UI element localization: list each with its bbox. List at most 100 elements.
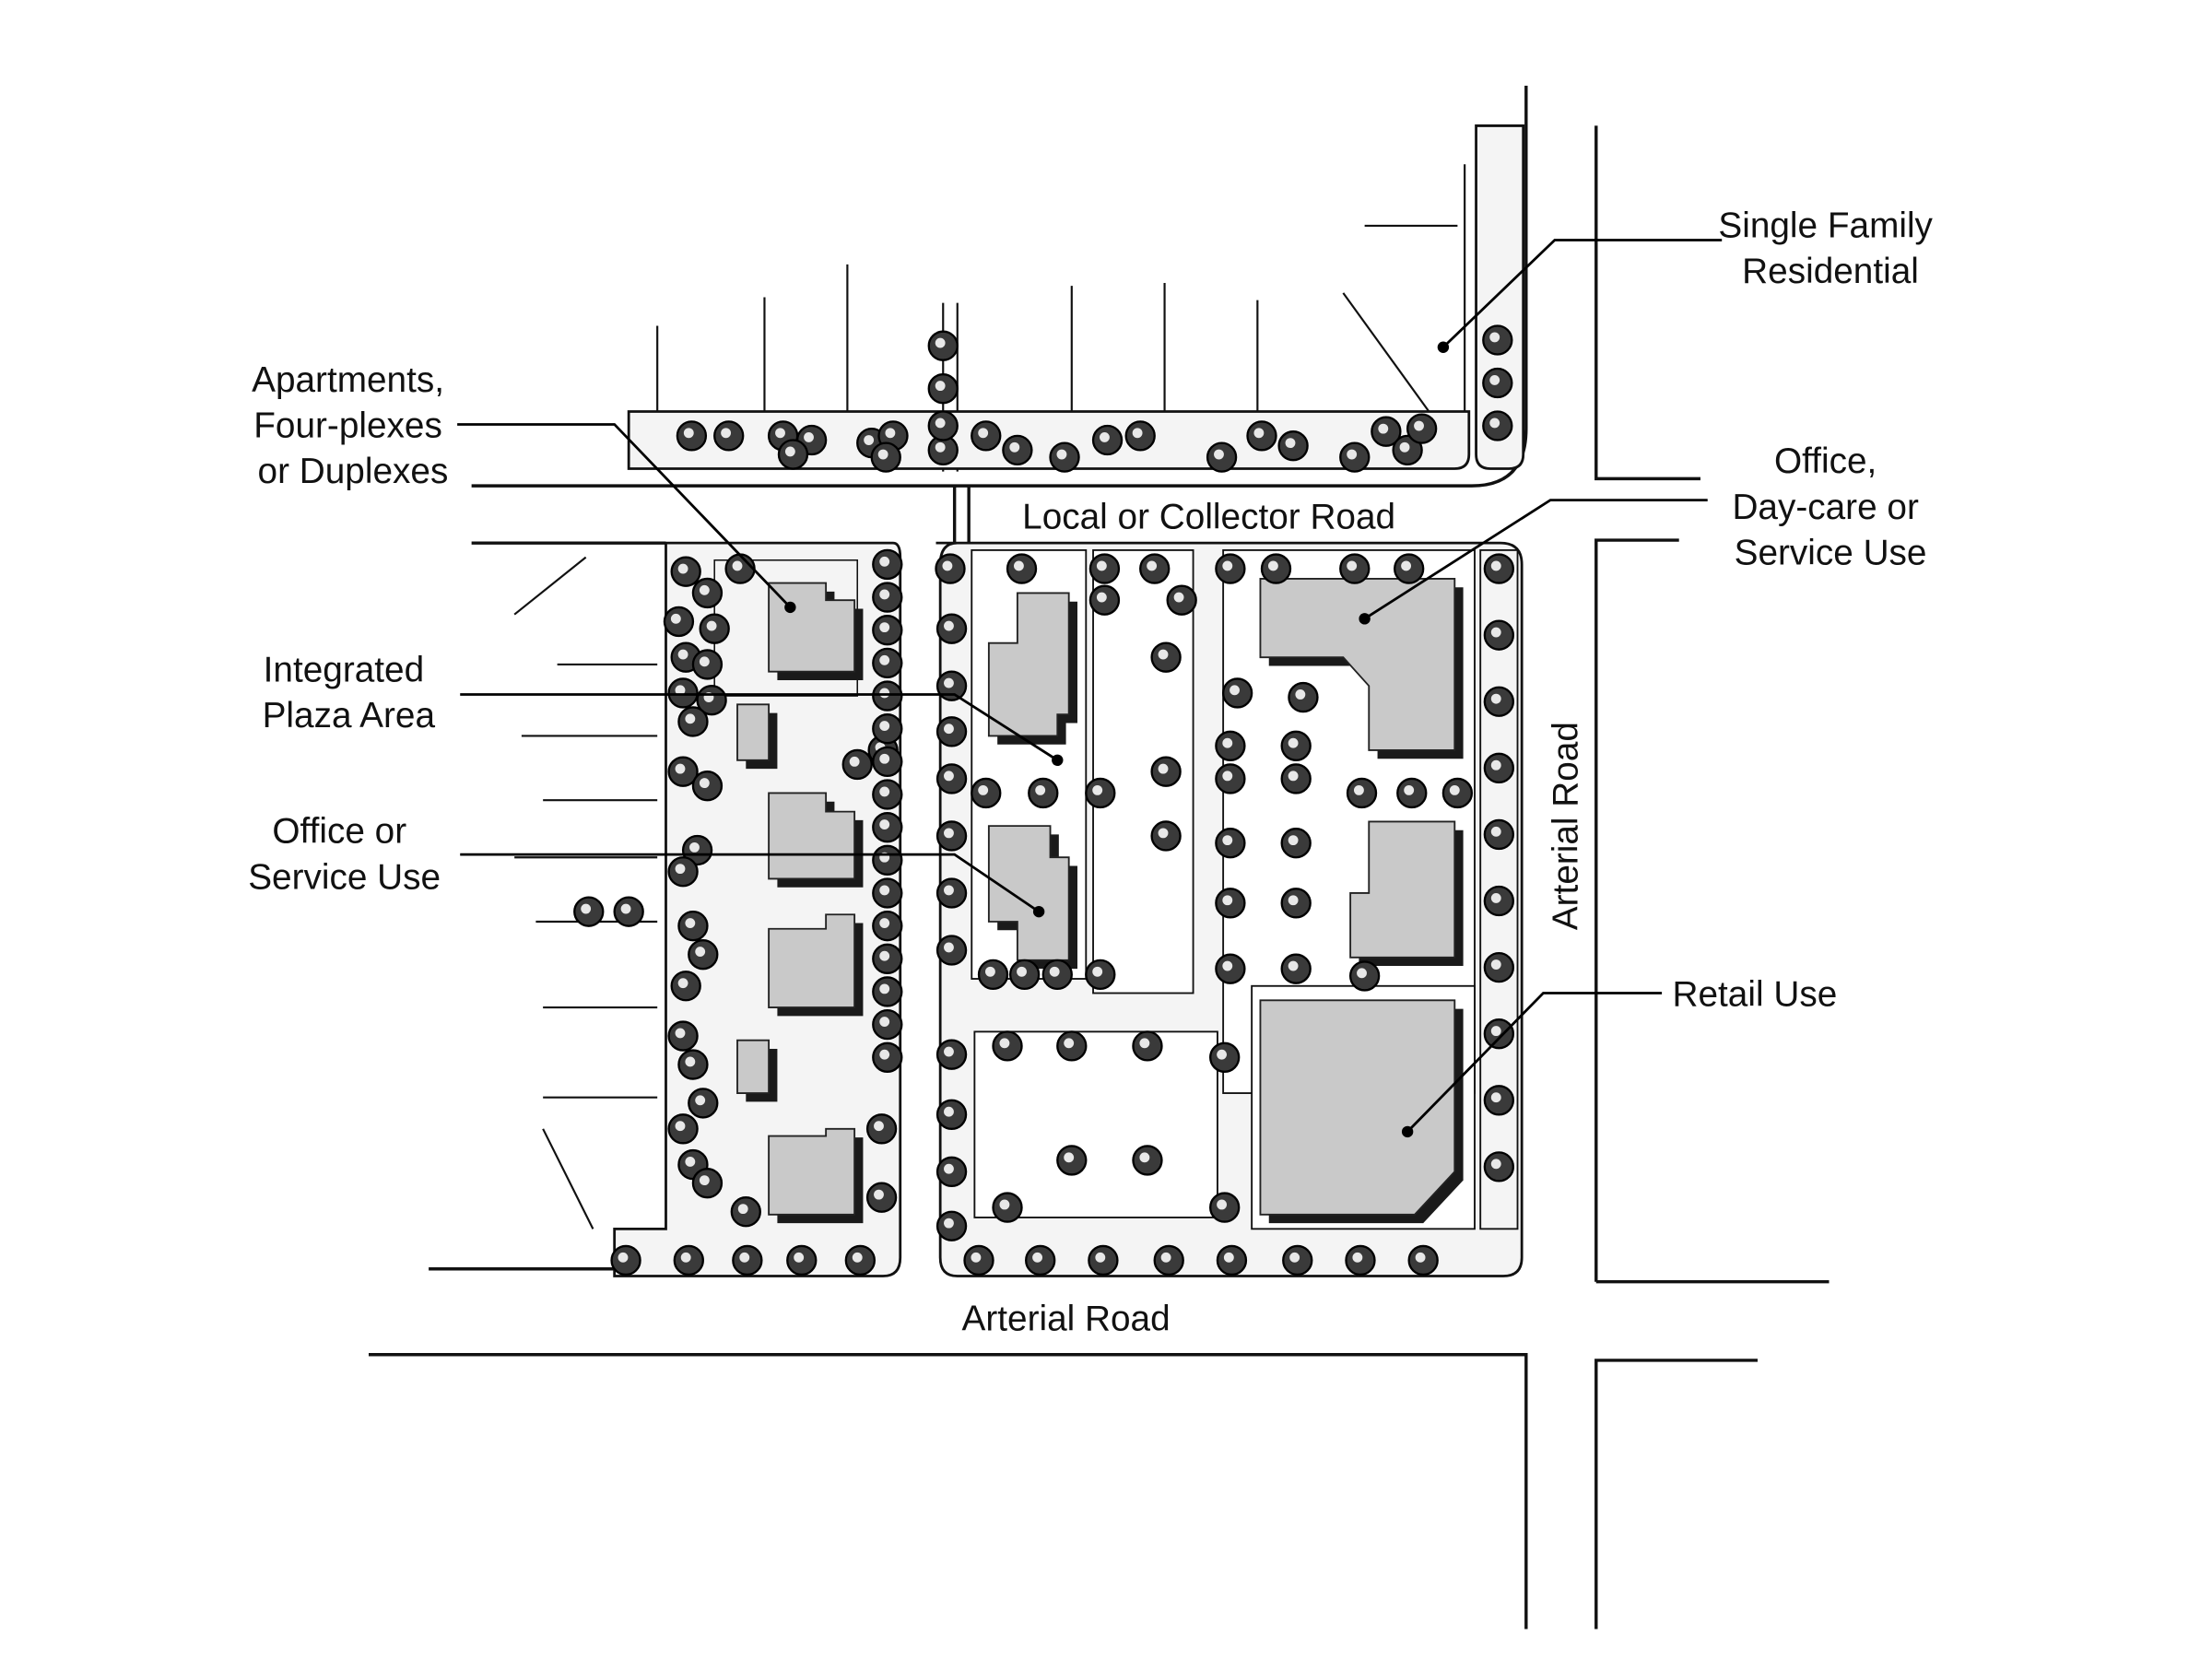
tree-highlight <box>1173 592 1184 603</box>
tree-highlight <box>944 885 954 896</box>
tree-highlight <box>675 1028 686 1039</box>
tree-highlight <box>1056 449 1067 460</box>
tree-highlight <box>1009 441 1020 453</box>
tree-highlight <box>944 620 954 631</box>
label-line: Service Use <box>1735 533 1927 572</box>
tree-highlight <box>695 1095 706 1106</box>
tree-highlight <box>1064 1038 1075 1049</box>
label-plaza: Integrated Plaza Area <box>263 651 436 736</box>
tree-highlight <box>944 942 954 953</box>
tree-highlight <box>680 1252 691 1263</box>
label-retail: Retail Use <box>1673 974 1838 1014</box>
tree-highlight <box>879 950 890 961</box>
tree-highlight <box>935 381 946 392</box>
tree-highlight <box>699 584 710 595</box>
road-lines <box>369 86 1830 1630</box>
label-line: Residential <box>1742 252 1919 291</box>
label-line: Single Family <box>1718 206 1933 245</box>
tree-highlight <box>1035 784 1046 795</box>
tree-highlight <box>1267 560 1278 571</box>
tree-highlight <box>685 1056 696 1067</box>
tree-highlight <box>885 428 896 439</box>
label-apartments: Apartments, Four-plexes or Duplexes <box>252 360 454 491</box>
tree-highlight <box>695 947 706 957</box>
tree-highlight <box>1214 449 1224 460</box>
tree-highlight <box>1222 560 1233 571</box>
tree-highlight <box>1223 1252 1234 1263</box>
tree-highlight <box>706 620 717 631</box>
tree-highlight <box>677 563 688 574</box>
tree-highlight <box>620 903 631 914</box>
tree-highlight <box>1288 771 1299 782</box>
tree-highlight <box>879 556 890 567</box>
tree-highlight <box>675 685 686 696</box>
tree-highlight <box>670 613 681 624</box>
tree-highlight <box>685 1157 696 1167</box>
building <box>987 592 1070 737</box>
label-line: Integrated <box>264 651 425 690</box>
tree-highlight <box>944 1218 954 1229</box>
tree-highlight <box>1353 784 1364 795</box>
tree-highlight <box>879 786 890 797</box>
tree-highlight <box>879 819 890 830</box>
tree-highlight <box>581 903 592 914</box>
tree-highlight <box>879 983 890 994</box>
tree-highlight <box>685 713 696 724</box>
tree-highlight <box>1222 771 1233 782</box>
tree-highlight <box>944 771 954 782</box>
tree-highlight <box>689 841 700 853</box>
tree-highlight <box>1399 441 1410 453</box>
tree-highlight <box>675 1121 686 1132</box>
tree-highlight <box>879 688 890 699</box>
tree-highlight <box>737 1204 748 1215</box>
tree-highlight <box>1147 560 1158 571</box>
tree-highlight <box>1490 560 1501 571</box>
tree-highlight <box>944 1106 954 1117</box>
tree-highlight <box>879 753 890 764</box>
label-line: Day-care or <box>1732 488 1919 527</box>
buildings <box>736 577 1464 1224</box>
trees <box>573 324 1515 1277</box>
tree-highlight <box>1017 966 1027 977</box>
tree-highlight <box>1092 784 1103 795</box>
tree-highlight <box>1490 892 1501 903</box>
label-single-family: Single Family Residential <box>1718 206 1942 291</box>
tree-highlight <box>879 654 890 665</box>
tree-highlight <box>1489 332 1500 343</box>
tree-highlight <box>1401 560 1412 571</box>
tree-highlight <box>1289 1252 1300 1263</box>
tree-highlight <box>1288 835 1299 846</box>
tree-highlight <box>1490 826 1501 837</box>
label-office-daycare: Office, Day-care or Service Use <box>1732 441 1928 572</box>
tree-highlight <box>935 441 946 453</box>
label-line: Office or <box>272 812 406 852</box>
tree-highlight <box>1096 592 1107 603</box>
tree-highlight <box>1490 959 1501 970</box>
tree-highlight <box>1490 627 1501 638</box>
tree-highlight <box>1404 784 1415 795</box>
tree-highlight <box>1347 560 1358 571</box>
tree-highlight <box>877 449 888 460</box>
tree-highlight <box>1489 418 1500 429</box>
tree-highlight <box>1414 420 1424 431</box>
building <box>768 792 856 880</box>
tree-highlight <box>1100 431 1110 442</box>
tree-highlight <box>984 966 995 977</box>
tree-highlight <box>784 446 795 457</box>
tree-highlight <box>864 435 875 445</box>
tree-highlight <box>675 864 686 875</box>
tree-highlight <box>874 1189 884 1200</box>
tree-highlight <box>1295 689 1306 700</box>
tree-highlight <box>1490 1092 1501 1103</box>
tree-highlight <box>879 918 890 928</box>
tree-highlight <box>879 721 890 732</box>
tree-highlight <box>1489 374 1500 385</box>
tree-highlight <box>971 1252 982 1263</box>
tree-highlight <box>1014 560 1024 571</box>
label-line: Office, <box>1774 441 1877 481</box>
tree-highlight <box>1222 960 1233 971</box>
tree-highlight <box>879 622 890 633</box>
tree-highlight <box>685 918 696 928</box>
tree-highlight <box>732 560 743 571</box>
tree-highlight <box>1158 763 1169 774</box>
